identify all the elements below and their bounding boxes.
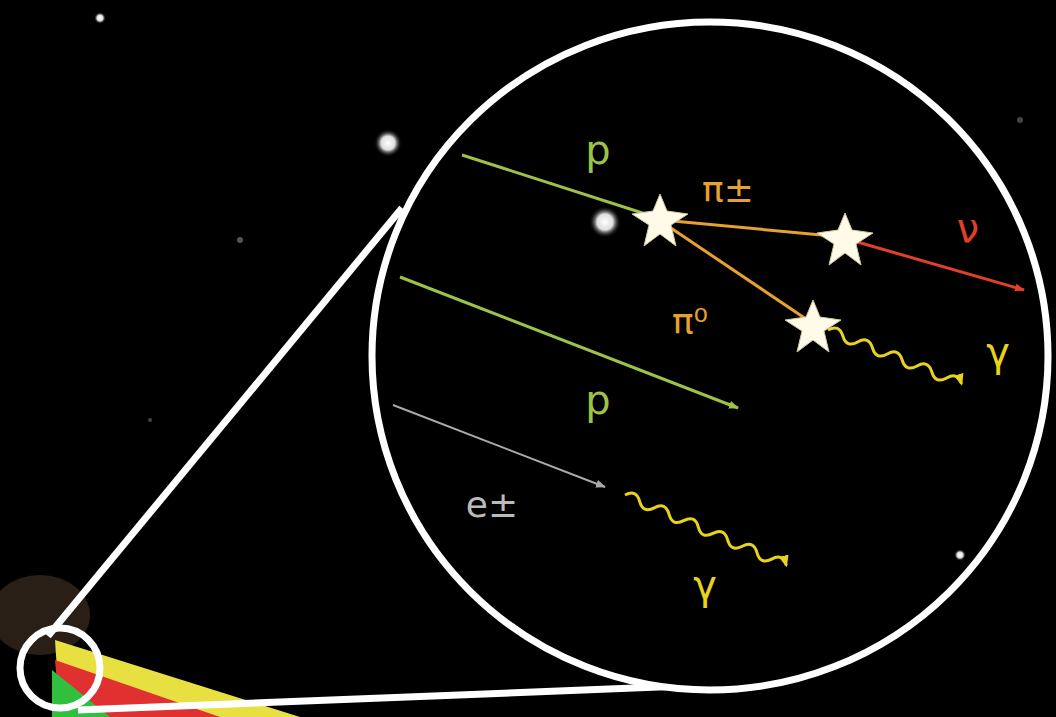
particle-label: p	[585, 130, 610, 170]
particle-label: γ	[986, 332, 1010, 372]
source-bands	[0, 575, 300, 717]
particle-label: e±	[466, 487, 518, 523]
particle-tracks	[393, 155, 1024, 570]
particle-label: π±	[702, 172, 754, 208]
zoom-lens	[20, 22, 1048, 710]
particle-label: p	[585, 380, 610, 420]
particle-label: π⁰	[672, 304, 708, 340]
interaction-stars	[632, 194, 873, 352]
particle-label: γ	[693, 565, 717, 605]
particle-label: ν	[957, 208, 979, 248]
